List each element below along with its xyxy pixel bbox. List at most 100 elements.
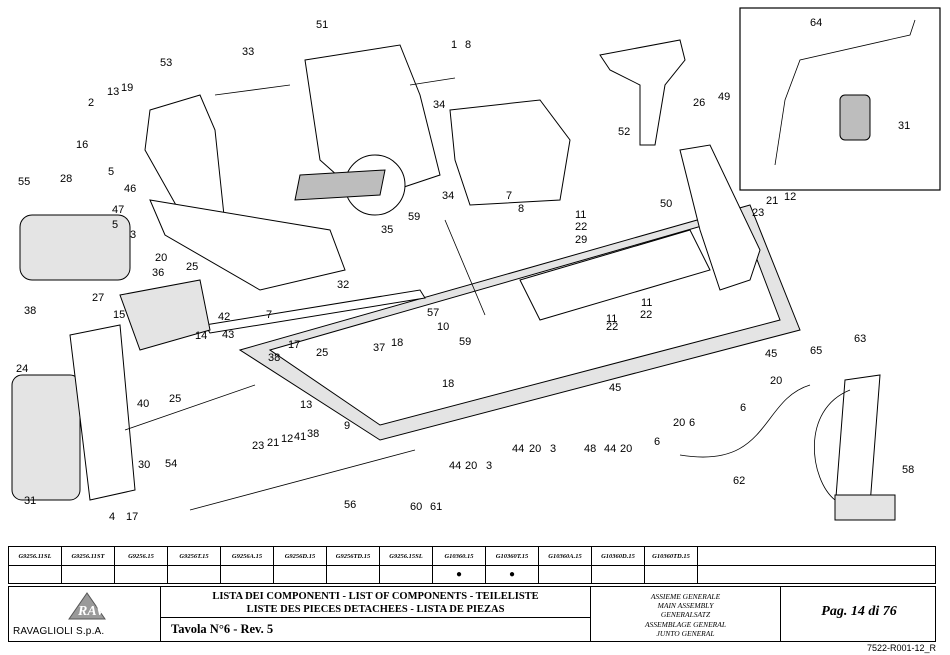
callout-13b: 13 xyxy=(300,399,312,411)
callout-44b: 44 xyxy=(512,443,524,455)
variant-mark xyxy=(168,565,221,583)
callout-59b: 59 xyxy=(459,336,471,348)
variant-code: G9256.11ST xyxy=(62,547,115,565)
variant-mark: ● xyxy=(486,565,539,583)
callout-20e: 20 xyxy=(620,443,632,455)
callout-43: 43 xyxy=(222,329,234,341)
callout-20c: 20 xyxy=(465,460,477,472)
variant-mark xyxy=(592,565,645,583)
pressure-arm xyxy=(774,19,916,166)
callout-45b: 45 xyxy=(609,382,621,394)
arm-base xyxy=(149,199,346,291)
callout-20f: 20 xyxy=(673,417,685,429)
callout-15: 15 xyxy=(113,309,125,321)
callout-48: 48 xyxy=(584,443,596,455)
callout-22c: 22 xyxy=(606,321,618,333)
callout-4: 4 xyxy=(109,511,115,523)
callout-20b: 20 xyxy=(770,375,782,387)
components-list-cell: LISTA DEI COMPONENTI - LIST OF COMPONENT… xyxy=(161,587,591,641)
callout-14: 14 xyxy=(195,330,207,342)
callout-6c: 6 xyxy=(689,417,695,429)
variant-code: G10360A.15 xyxy=(539,547,592,565)
callout-31-inset: 31 xyxy=(898,120,910,132)
callout-26: 26 xyxy=(693,97,705,109)
pin-33 xyxy=(214,84,291,96)
variant-code-filler xyxy=(698,547,935,565)
callout-60: 60 xyxy=(410,501,422,513)
callout-32: 32 xyxy=(337,279,349,291)
roller-56 xyxy=(189,449,416,511)
variant-mark xyxy=(645,565,698,583)
callout-33: 33 xyxy=(242,46,254,58)
callout-11c: 11 xyxy=(606,313,617,325)
callout-52: 52 xyxy=(618,126,630,138)
callout-13: 13 xyxy=(107,86,119,98)
callout-44a: 44 xyxy=(449,460,461,472)
callout-12b: 12 xyxy=(281,433,293,445)
variant-mark xyxy=(115,565,168,583)
variant-mark xyxy=(221,565,274,583)
pin-34 xyxy=(409,77,456,86)
variant-code: G9256.15 xyxy=(115,547,168,565)
guard-panel xyxy=(119,279,211,351)
callout-34b: 34 xyxy=(442,190,454,202)
callout-18a: 18 xyxy=(391,337,403,349)
bead-breaker xyxy=(599,39,686,146)
callout-31b: 31 xyxy=(24,495,36,507)
exploded-parts-drawing: 51 33 53 1 8 64 13 19 2 34 26 49 52 31 1… xyxy=(11,7,941,523)
callout-22a: 22 xyxy=(575,221,587,233)
callout-23a: 23 xyxy=(752,207,764,219)
callout-47: 47 xyxy=(112,204,124,216)
callout-36: 36 xyxy=(152,267,164,279)
callout-25a: 25 xyxy=(186,261,198,273)
callout-44c: 44 xyxy=(604,443,616,455)
callout-58: 58 xyxy=(902,464,914,476)
callout-7: 7 xyxy=(266,309,272,321)
pedal-base xyxy=(834,494,896,521)
page-number-cell: Pag. 14 di 76 xyxy=(781,587,937,641)
hydraulic-cylinder xyxy=(444,219,486,316)
callout-9: 9 xyxy=(344,420,350,432)
tool-shaft xyxy=(294,169,386,201)
callout-10: 10 xyxy=(437,321,449,333)
callout-38c: 38 xyxy=(307,428,319,440)
assembly-en: MAIN ASSEMBLY xyxy=(657,601,714,611)
callout-7b: 7 xyxy=(506,190,512,202)
assembly-de: GENERALSATZ xyxy=(660,610,711,620)
detail-inset-frame xyxy=(739,7,941,191)
variant-mark-dot: ● xyxy=(508,568,516,580)
assembly-fr: ASSEMBLAGE GENERAL xyxy=(644,619,727,629)
table-revision: Tavola N°6 - Rev. 5 xyxy=(171,622,274,636)
callout-46: 46 xyxy=(124,183,136,195)
callout-27: 27 xyxy=(92,292,104,304)
variant-code: G9256D.15 xyxy=(274,547,327,565)
callout-2: 2 xyxy=(88,97,94,109)
inset-box xyxy=(839,94,871,141)
callout-45a: 45 xyxy=(765,348,777,360)
variant-code: G10360.15 xyxy=(433,547,486,565)
callout-21a: 21 xyxy=(766,195,778,207)
variant-mark-filler xyxy=(698,565,935,583)
list-line-1: LISTA DEI COMPONENTI - LIST OF COMPONENT… xyxy=(212,591,539,602)
callout-5a: 5 xyxy=(108,166,114,178)
callout-5b: 5 xyxy=(112,219,118,231)
callout-24: 24 xyxy=(16,363,28,375)
pedal-stand xyxy=(834,374,881,511)
pedal-hose xyxy=(813,389,851,501)
callout-40: 40 xyxy=(137,398,149,410)
title-block: RAV RAVAGLIOLI S.p.A. LISTA DEI COMPONEN… xyxy=(8,586,936,642)
callout-20a: 20 xyxy=(155,252,167,264)
svg-text:RAV: RAV xyxy=(77,604,107,619)
callout-3b: 3 xyxy=(486,460,492,472)
callout-19: 19 xyxy=(121,82,133,94)
variant-mark xyxy=(62,565,115,583)
callout-54: 54 xyxy=(165,458,177,470)
variant-mark-row: ●● xyxy=(9,565,935,583)
roller-54 xyxy=(124,384,256,431)
cable xyxy=(679,384,811,458)
callout-11b: 11 xyxy=(641,297,652,309)
callout-20d: 20 xyxy=(529,443,541,455)
callout-51: 51 xyxy=(316,19,328,31)
callout-18b: 18 xyxy=(442,378,454,390)
